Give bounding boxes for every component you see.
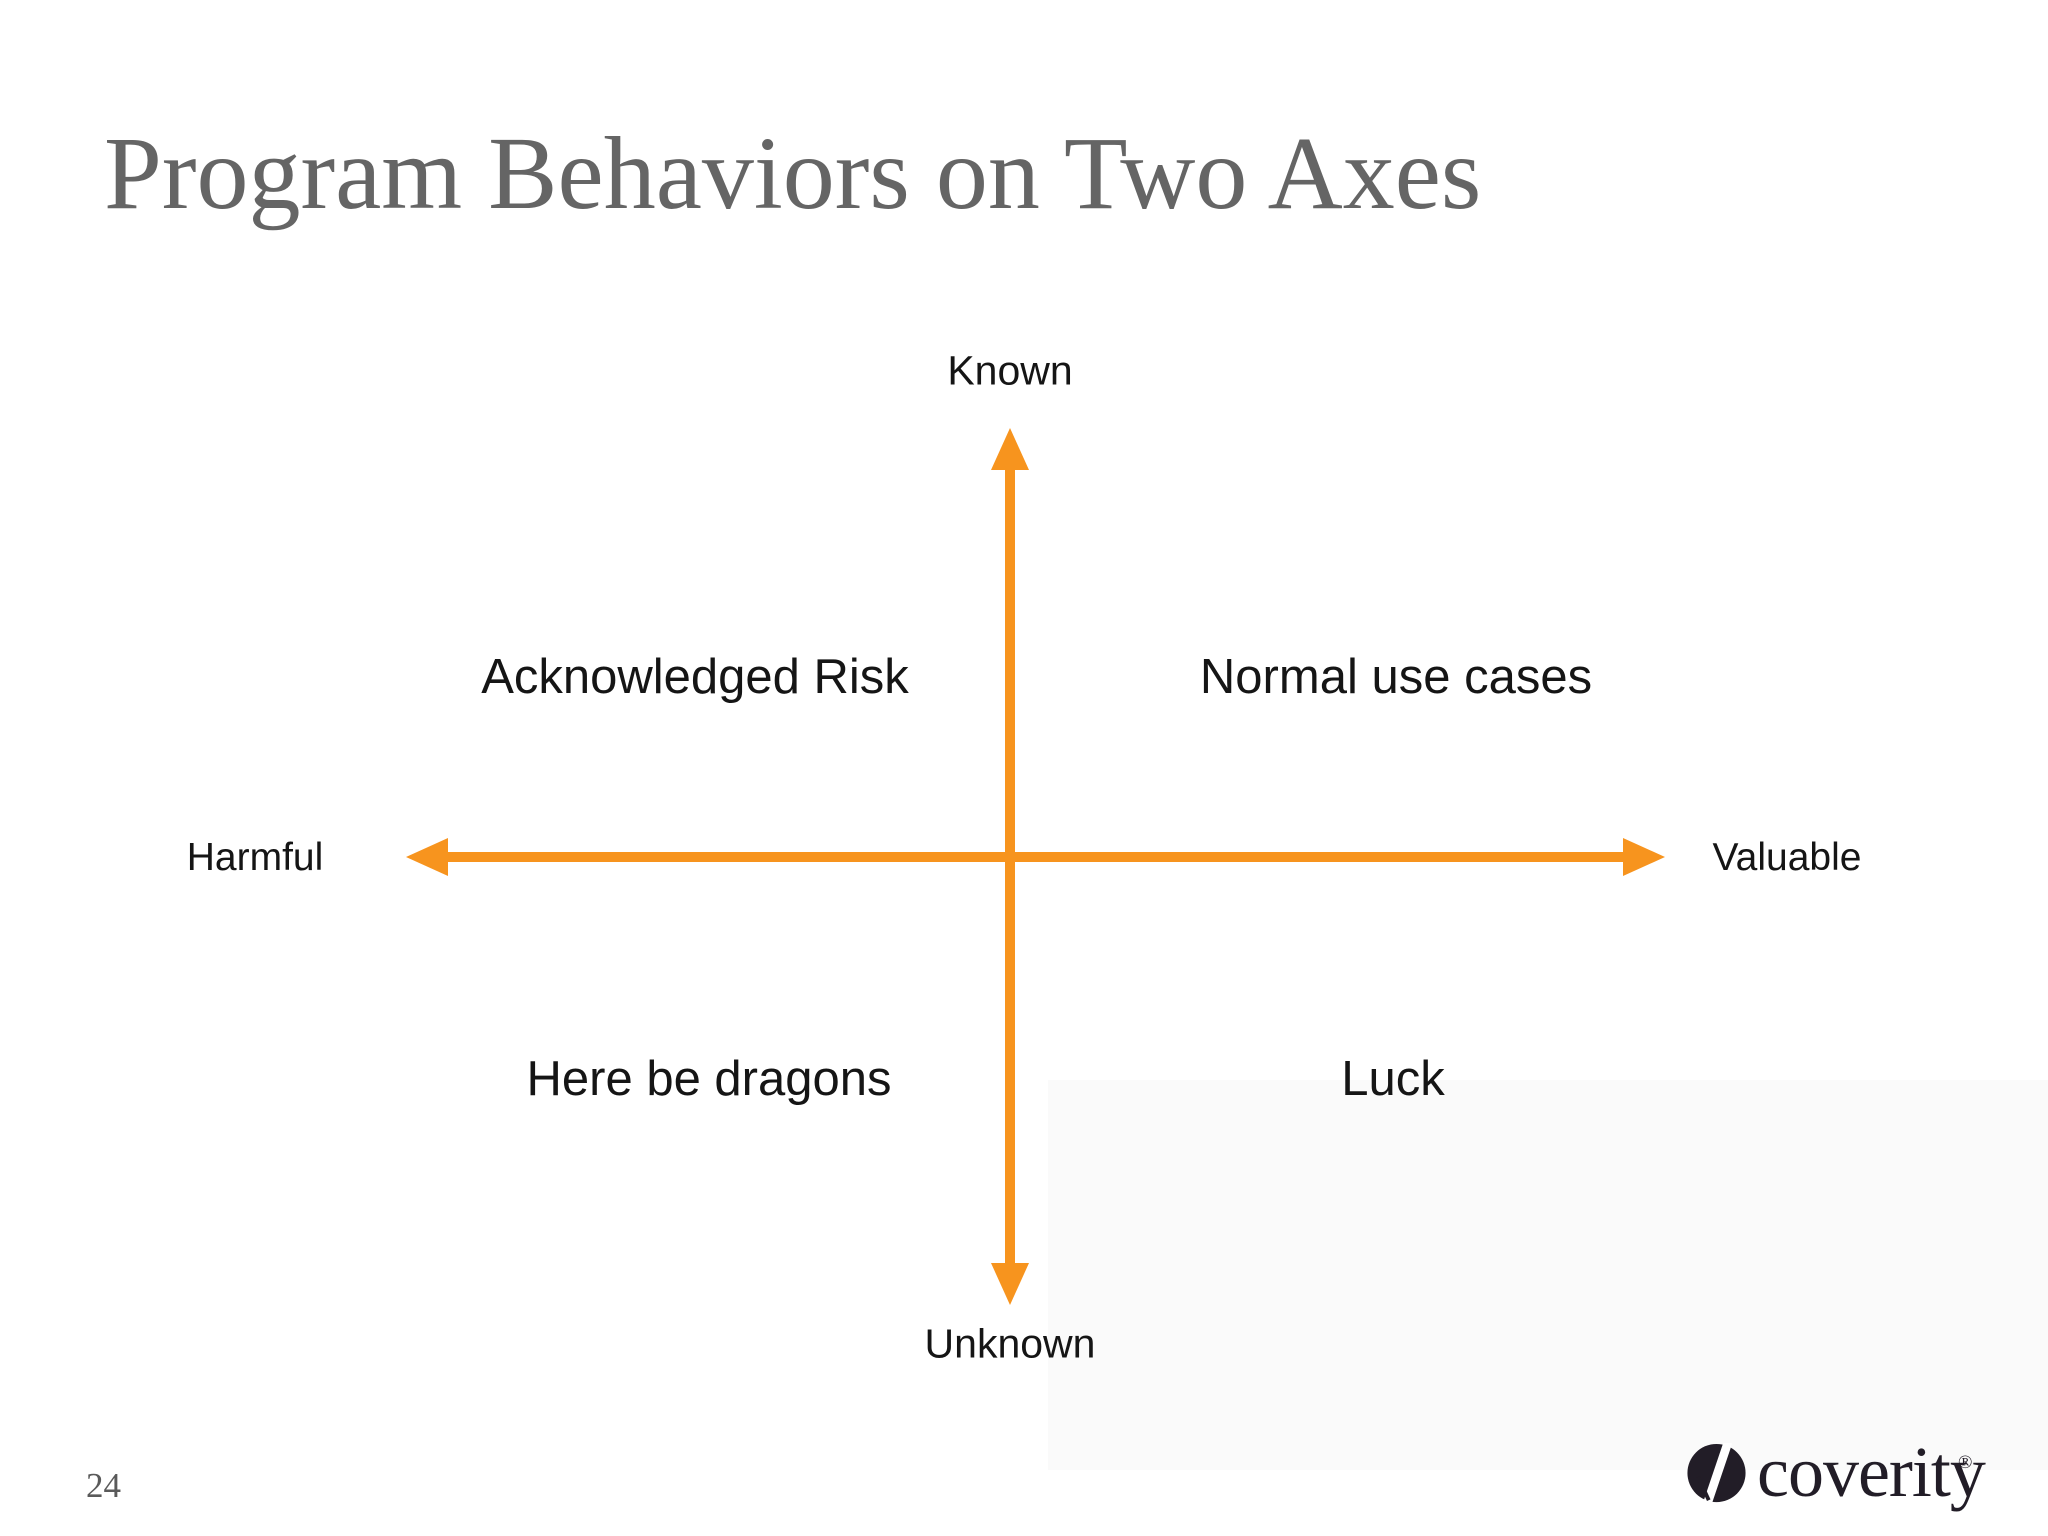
arrow-right-icon [1623,838,1665,876]
arrow-up-icon [991,428,1029,470]
axis-label-known: Known [947,347,1073,394]
quadrant-label-here-be-dragons: Here be dragons [526,1052,892,1106]
arrow-down-icon [991,1263,1029,1305]
horizontal-axis-line [448,852,1628,862]
page-number: 24 [86,1466,121,1505]
arrow-left-icon [406,838,448,876]
quadrant-label-luck: Luck [1341,1052,1445,1106]
axis-label-valuable: Valuable [1712,836,1862,879]
coverity-logo: coverity ® [1685,1436,1986,1521]
background-tint [1048,1080,2048,1470]
coverity-wordmark: coverity [1757,1432,1986,1512]
coverity-logo-mark-icon [1687,1443,1746,1505]
page-title: Program Behaviors on Two Axes [104,115,1482,231]
registered-trademark-symbol: ® [1958,1452,1973,1473]
quadrant-label-normal-use-cases: Normal use cases [1199,650,1593,704]
axis-label-harmful: Harmful [186,836,324,879]
vertical-axis-line [1005,464,1015,1266]
quadrant-label-acknowledged-risk: Acknowledged Risk [481,650,909,704]
axis-label-unknown: Unknown [924,1320,1096,1367]
